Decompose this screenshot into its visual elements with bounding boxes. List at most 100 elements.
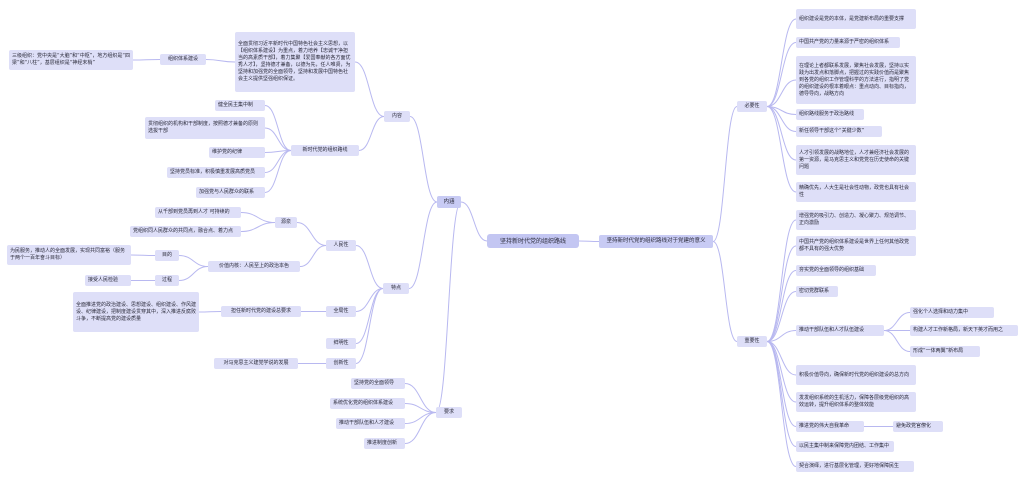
node-quanmian[interactable]: 全局性	[326, 306, 356, 317]
node-necessity[interactable]: 必要性	[737, 101, 767, 112]
node-yaoqiu[interactable]: 要求	[436, 407, 462, 418]
node-route[interactable]: 新时代党的组织路线	[291, 145, 359, 156]
node-importance-item-6[interactable]: 发发组织系统的生机活力，保障各层级党组织的高效运转，提升组织体系的整体效能	[796, 392, 916, 412]
connector-30	[404, 403, 437, 413]
connector-40	[766, 106, 797, 161]
node-yaoqiu-item-1[interactable]: 系统优化党的组织体系建设	[330, 398, 405, 409]
connector-34	[712, 241, 738, 342]
node-importance-item-1[interactable]: 中国共产党的组织体系建设是世界上任何其他政党都不具有的强大优势	[796, 236, 916, 256]
node-importance-item-2[interactable]: 夯实党的全面领导的组织基础	[796, 265, 876, 276]
node-talent-sub-0[interactable]: 强化个人选择和动力集中	[910, 307, 994, 318]
node-necessity-item-2[interactable]: 在理论上者都联系发展，聚焦社会发展，坚持以实践为出发点和落脚点，把握过的实践价值…	[796, 56, 916, 104]
connector-35	[766, 18, 797, 107]
connector-27	[198, 311, 222, 313]
connector-10	[264, 127, 292, 151]
node-talent-sub-1[interactable]: 构建人才工作新格局，新天下英才而用之	[910, 325, 1018, 336]
node-importance[interactable]: 重要性	[737, 336, 767, 347]
node-innov-text[interactable]: 对马克思主义建党学说的发展	[214, 358, 298, 369]
connector-1	[578, 240, 600, 242]
connector-9	[264, 105, 292, 151]
node-importance-item-4[interactable]: 推动干部队伍和人才队伍建设	[796, 325, 884, 336]
connector-21	[240, 222, 276, 232]
node-value[interactable]: 价值内核：人民至上的政治本色	[208, 261, 300, 272]
node-route-item-3[interactable]: 坚持党员标准，积极慎重发展高质党员	[167, 167, 265, 178]
node-clear[interactable]: 鲜明性	[326, 338, 356, 349]
connector-45	[766, 291, 797, 342]
connector-32	[404, 412, 437, 444]
connector-43	[766, 245, 797, 342]
node-process-text[interactable]: 接受人民检验	[85, 275, 131, 286]
connector-42	[766, 219, 797, 342]
node-three-level[interactable]: 三级组织：党中央是“大脑”和“中枢”，地方组织是“四梁”和“八柱”，基层组织是“…	[9, 50, 133, 70]
node-route-item-0[interactable]: 健全民主集中制	[215, 100, 265, 111]
connector-5	[354, 61, 385, 117]
node-necessity-item-6[interactable]: 精确优先，人大生是社会性动物，政党也具有社会性	[796, 182, 916, 202]
node-long-text[interactable]: 全面贯彻习近平新时代中国特色社会主义思想，以【组织体系建设】为重点，着力培养【忠…	[235, 32, 355, 92]
connector-52	[883, 312, 911, 331]
node-purpose[interactable]: 目的	[155, 250, 179, 261]
node-renmin[interactable]: 人民性	[326, 240, 356, 251]
node-purpose-text[interactable]: 为民服务，推动人的全面发展，实现共同富裕（服务于两个一百年奋斗目标）	[7, 245, 131, 265]
node-process[interactable]: 过程	[155, 275, 179, 286]
node-importance-item-5[interactable]: 积极价值导向，确保新时代党的组织建设的总方向	[796, 365, 916, 385]
node-yaoqiu-item-0[interactable]: 坚持党的全面领导	[351, 378, 405, 389]
connector-19	[299, 245, 327, 267]
connector-3	[408, 201, 438, 289]
connector-12	[264, 150, 292, 173]
node-yaoqiu-item-2[interactable]: 推动干部队伍和人才建设	[336, 418, 405, 429]
node-quanmian-text[interactable]: 全面推进党的政治建设、思想建设、组织建设、作风建设、纪律建设，把制度建设贯穿其中…	[73, 292, 199, 332]
node-importance-item-9[interactable]: 契合演绎，进行基层化管理，更好地保障民生	[796, 461, 914, 472]
connector-54	[883, 330, 911, 352]
connector-14	[355, 245, 384, 289]
node-necessity-item-4[interactable]: 新任领导干部这个“关键少数”	[796, 126, 882, 137]
node-source-item-1[interactable]: 党组织同人民群众的共同点，融合点、着力点	[130, 226, 241, 237]
connector-2	[409, 116, 438, 203]
node-source[interactable]: 源泉	[275, 217, 297, 228]
connector-8	[358, 116, 385, 151]
connector-16	[355, 288, 384, 344]
node-necessity-item-5[interactable]: 人才引领发展的战略地位，人才兼经济社会发展的第一资源，是马克思主义和党党在历史使…	[796, 145, 916, 175]
node-innov[interactable]: 创新性	[326, 358, 356, 369]
connector-24	[130, 254, 156, 256]
connector-7	[132, 59, 161, 61]
node-necessity-item-0[interactable]: 组织建设是党的本体，是党建新布局的重要支撑	[796, 9, 916, 29]
node-org-system[interactable]: 组织体系建设	[160, 54, 206, 65]
node-importance-item-8[interactable]: 以民主集中制来保障党内团结、工作集中	[796, 441, 894, 452]
node-importance-item-0[interactable]: 增强党的吸引力、创造力、凝心聚力、规范调节、正向激励	[796, 210, 916, 230]
branch-content[interactable]: 内涵	[437, 196, 461, 208]
connector-49	[766, 341, 797, 427]
connector-37	[766, 79, 797, 107]
node-importance-item-3[interactable]: 密切党群联系	[796, 286, 838, 297]
connector-0	[460, 201, 488, 242]
node-necessity-item-3[interactable]: 组织路线服务于政治路线	[796, 109, 864, 120]
node-route-item-1[interactable]: 贯彻组织的机构和干部制度，按照德才兼备的原则选拔干部	[145, 117, 265, 139]
node-quanmian-inner[interactable]: 担任新时代党的建设总要求	[221, 306, 301, 317]
connector-23	[178, 266, 209, 281]
node-revolution-sub[interactable]: 避免政党官僚化	[893, 421, 943, 432]
connector-22	[178, 255, 209, 267]
center-topic[interactable]: 坚持新时代党的组织路线	[487, 234, 579, 248]
node-yaoqiu-item-3[interactable]: 推进制度创新	[364, 438, 405, 449]
connector-51	[766, 341, 797, 467]
connector-6	[205, 59, 236, 63]
connector-41	[766, 106, 797, 193]
connector-29	[404, 383, 437, 413]
node-route-item-4[interactable]: 加强党与人民群众的联系	[196, 187, 265, 198]
connector-18	[296, 222, 327, 246]
node-necessity-item-1[interactable]: 中国共产党的力量来源于严密的组织体系	[796, 37, 900, 48]
node-route-item-2[interactable]: 维护党的纪律	[209, 147, 265, 158]
connector-46	[766, 330, 797, 342]
connector-33	[712, 106, 738, 242]
node-talent-sub-2[interactable]: 形成“一体两翼”新布局	[910, 346, 980, 357]
node-neirong[interactable]: 内容	[384, 111, 410, 122]
connector-20	[240, 212, 276, 223]
node-importance-item-7[interactable]: 推进党的伟大自我革命	[796, 421, 864, 432]
node-source-item-0[interactable]: 从千部到党员再到人才 可持续的	[155, 207, 241, 218]
branch-meaning[interactable]: 坚持新时代党的组织路线对于党建的意义	[599, 235, 713, 248]
connector-13	[264, 150, 292, 193]
node-tedian[interactable]: 特点	[383, 283, 409, 294]
connector-36	[766, 42, 797, 107]
connector-4	[435, 201, 462, 413]
